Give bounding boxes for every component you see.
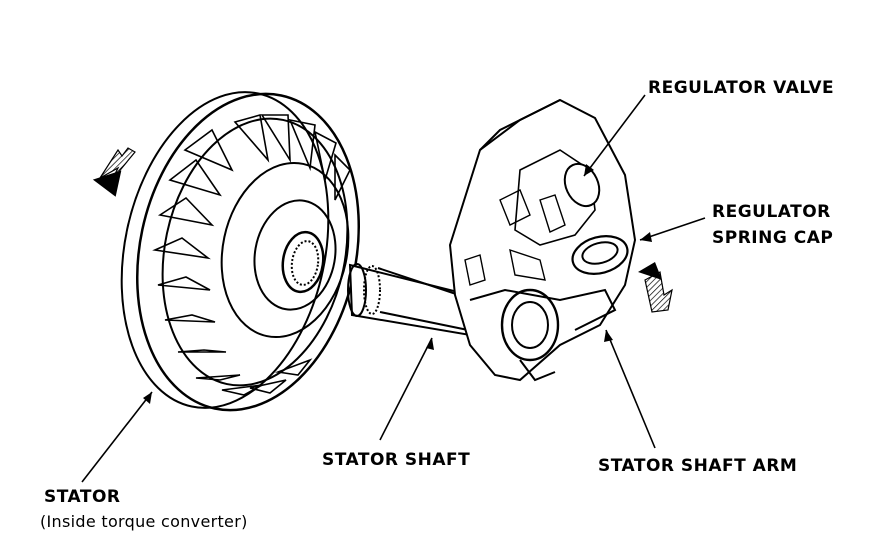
leader-stator-shaft <box>379 337 433 441</box>
regulator-valve-bore <box>563 162 601 208</box>
stator-hub-outer <box>220 161 350 339</box>
shaft-spline-end <box>347 263 367 317</box>
label-stator: STATOR <box>44 487 121 507</box>
stator-rotation-arrow <box>92 147 136 197</box>
label-regulator-valve: REGULATOR VALVE <box>648 78 835 98</box>
stator-hub-bore <box>281 230 325 294</box>
stator-shaft <box>347 263 471 337</box>
label-stator-shaft-arm: STATOR SHAFT ARM <box>598 456 798 476</box>
stator-shaft-arm-collar <box>500 288 560 362</box>
label-regulator-spring-cap-line1: REGULATOR <box>712 202 831 222</box>
leader-regulator-valve <box>583 94 646 177</box>
leader-lines <box>81 94 706 483</box>
shaft-arm-arrow <box>638 262 673 313</box>
stator-blades <box>152 113 351 396</box>
leader-stator-shaft-arm <box>605 329 656 449</box>
regulator-spring-cap-shape <box>571 235 629 275</box>
label-regulator-spring-cap-line2: SPRING CAP <box>712 228 834 248</box>
leader-stator <box>81 391 153 483</box>
label-stator-shaft: STATOR SHAFT <box>322 450 471 470</box>
stator-hub-ring <box>253 199 337 311</box>
leader-arrowheads <box>143 164 652 404</box>
stator-hub-spline <box>290 240 320 286</box>
label-stator-note: (Inside torque converter) <box>40 512 248 531</box>
stator-wheel <box>92 91 361 412</box>
